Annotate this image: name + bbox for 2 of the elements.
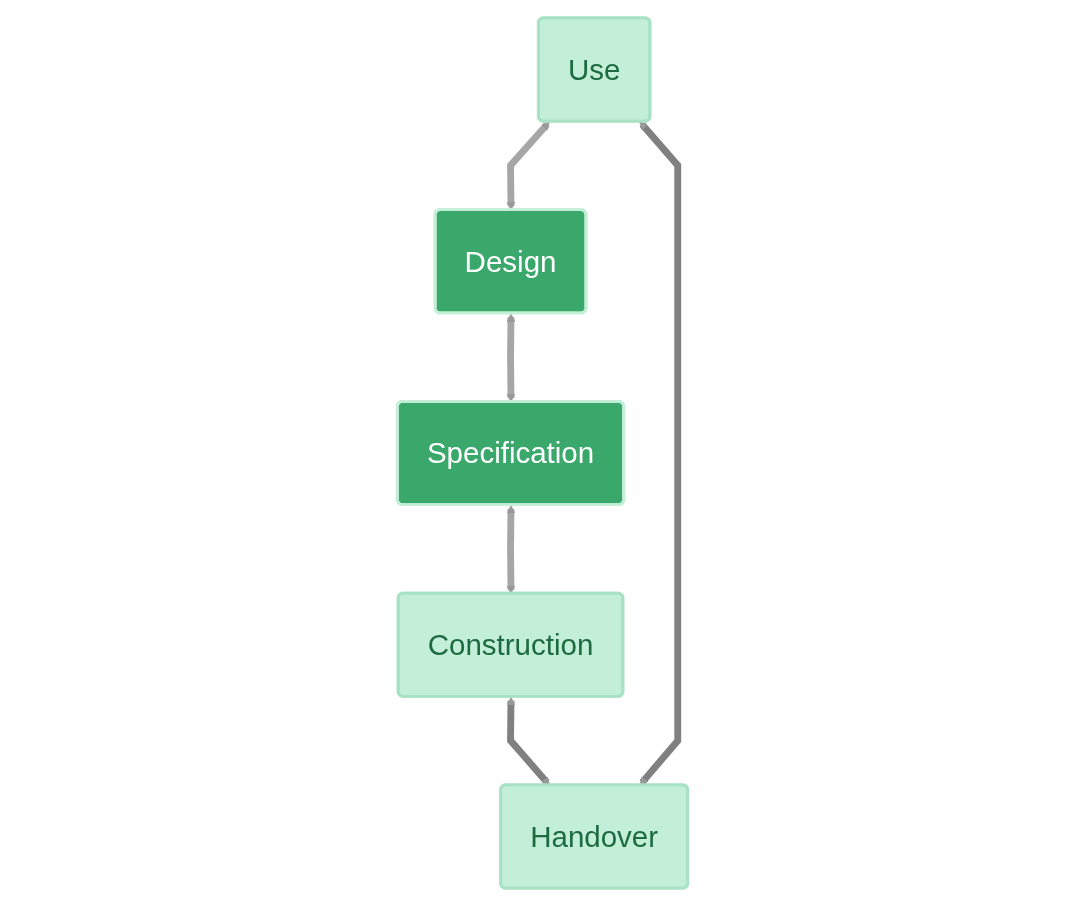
arrow bbox=[639, 121, 682, 786]
arrow bbox=[506, 505, 516, 594]
